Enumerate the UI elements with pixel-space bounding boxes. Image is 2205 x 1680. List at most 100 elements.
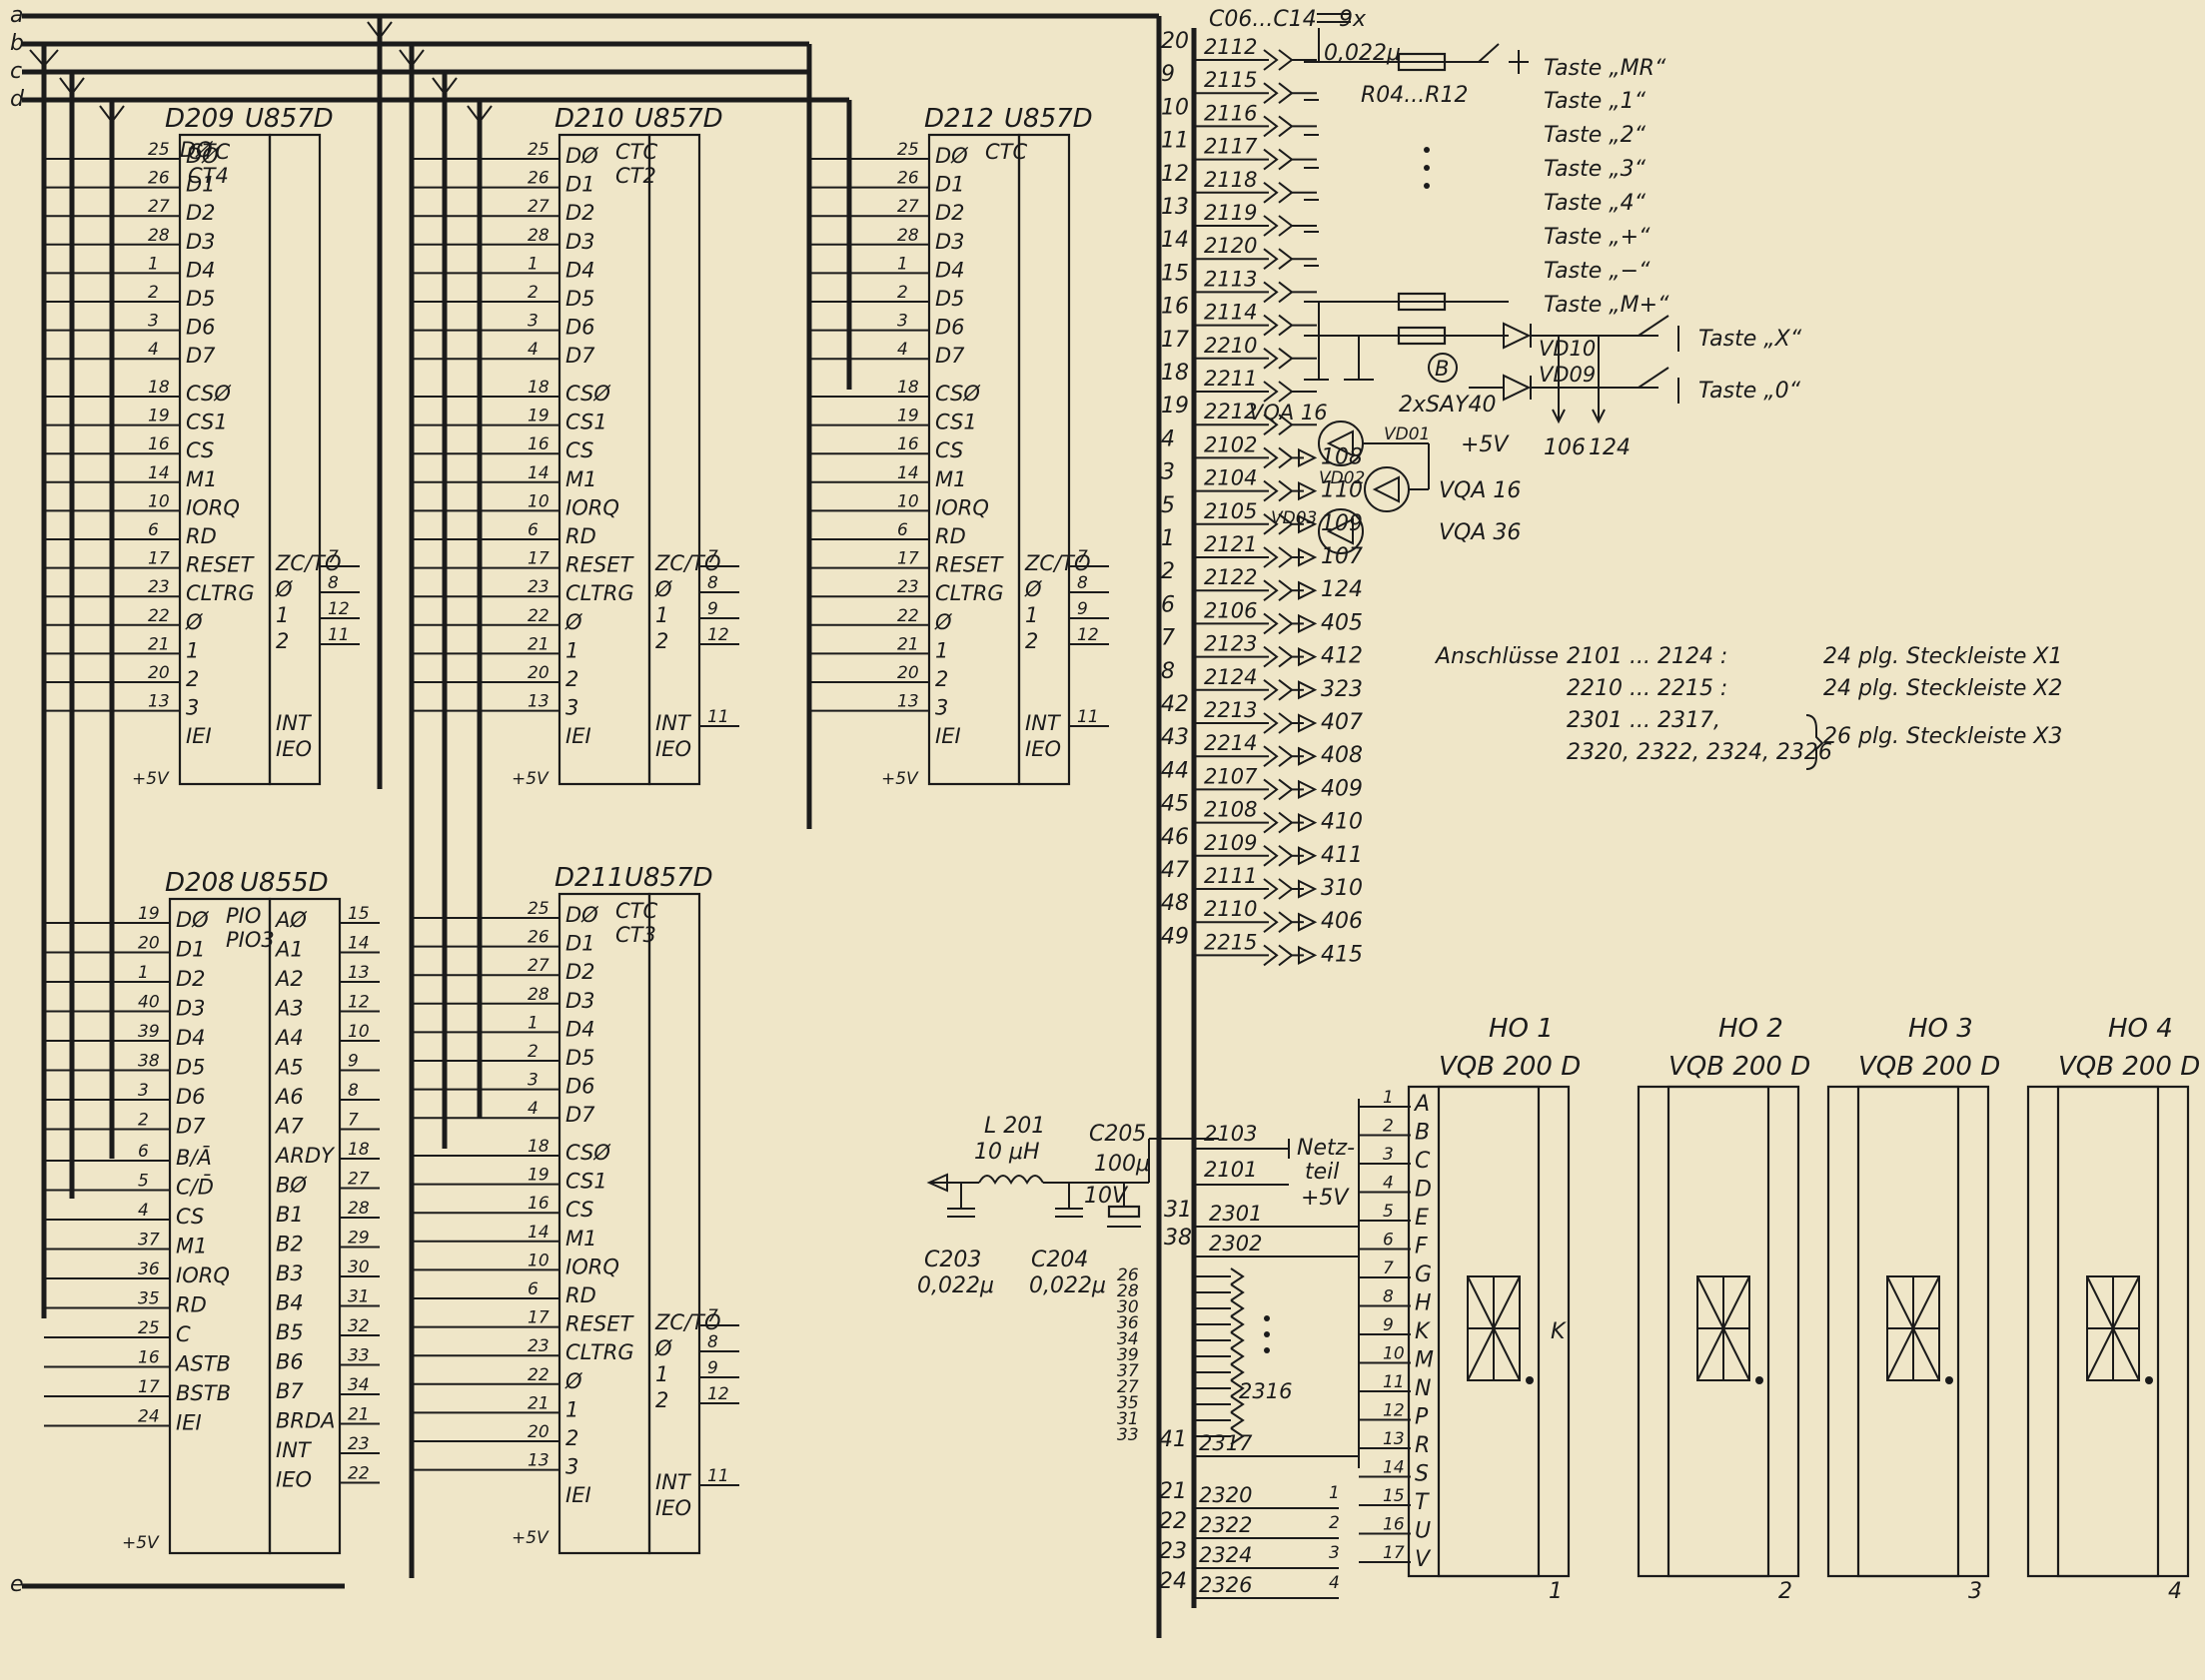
chip-d210-pin-20: 20 bbox=[528, 663, 550, 683]
chip-d209-out-5: IEO bbox=[276, 737, 312, 761]
display-4-id: HO 4 bbox=[2108, 1014, 2173, 1044]
x1-dest-124: 124 bbox=[1321, 577, 1363, 602]
chip-d210-sig-6: D6 bbox=[565, 316, 595, 340]
chip-d211-sig-1: D1 bbox=[565, 932, 595, 956]
x3-pin-41: 41 bbox=[1159, 1427, 1187, 1452]
chip-d208-sig-10: CS bbox=[176, 1205, 204, 1229]
chip-d210-out-2: 1 bbox=[655, 603, 668, 627]
chip-d212-outpin-7: 7 bbox=[1077, 547, 1088, 567]
x1-pin-6: 6 bbox=[1161, 592, 1175, 617]
chip-d211-pin-16: 16 bbox=[528, 1194, 550, 1214]
chip-d210-sig-3: D3 bbox=[565, 230, 595, 254]
x1-pin-43: 43 bbox=[1161, 725, 1189, 750]
legend-range-4: 2320, 2322, 2324, 2326 bbox=[1567, 740, 1832, 765]
chip-d209-pin-14: 14 bbox=[148, 463, 170, 483]
chip-d208-sig-14: C bbox=[176, 1322, 191, 1346]
chip-d212-outpin-9: 9 bbox=[1077, 599, 1088, 619]
segment-R: R bbox=[1415, 1433, 1430, 1458]
c205-label: C205 bbox=[1089, 1122, 1146, 1147]
chip-d211-pin-20: 20 bbox=[528, 1422, 550, 1442]
display-3-id: HO 3 bbox=[1908, 1014, 1973, 1044]
x1-pin-12: 12 bbox=[1161, 162, 1189, 187]
chip-d211-pin-10: 10 bbox=[528, 1251, 550, 1270]
svg-text:DØ: DØ bbox=[180, 138, 213, 162]
x1-net-2113: 2113 bbox=[1204, 267, 1257, 291]
chip-d208-out-6: A6 bbox=[274, 1085, 304, 1109]
chip-d211-pin-3: 3 bbox=[528, 1071, 539, 1091]
chip-d210-sig-14: RESET bbox=[565, 553, 634, 577]
x1-net-2215: 2215 bbox=[1204, 930, 1257, 954]
chip-d208-pin-3: 3 bbox=[138, 1081, 149, 1101]
chip-d212-sig-16: Ø bbox=[934, 610, 952, 634]
key-1-label: Taste „1“ bbox=[1544, 89, 1647, 114]
chip-d212-out-3: 2 bbox=[1025, 629, 1038, 653]
chip-d208-out-17: BRDA bbox=[276, 1409, 336, 1433]
chip-d209-pin-23: 23 bbox=[148, 577, 170, 597]
chip-d211-pin-13: 13 bbox=[528, 1451, 550, 1471]
chip-d209-sig-19: 3 bbox=[186, 696, 199, 720]
chip-d212-sig-9: CS1 bbox=[935, 411, 977, 434]
chip-d208-out-13: B4 bbox=[276, 1291, 304, 1315]
chip-d209-sig-7: D7 bbox=[186, 344, 216, 368]
chip-d209-pin-25: 25 bbox=[148, 140, 170, 160]
x3-digit-num-2: 2 bbox=[1329, 1513, 1340, 1533]
chip-d211-pin-28: 28 bbox=[528, 985, 550, 1005]
chip-d212-pin-19: 19 bbox=[897, 407, 919, 426]
svg-text:CT4: CT4 bbox=[188, 164, 229, 188]
x3-stack-pin-27: 27 bbox=[1117, 1377, 1139, 1397]
chip-d212-sig-1: D1 bbox=[935, 173, 965, 197]
chip-d209-power: +5V bbox=[132, 769, 170, 789]
chip-d208-out-1: A1 bbox=[274, 938, 304, 962]
segment-V: V bbox=[1415, 1547, 1432, 1572]
x1-arrow-110 bbox=[1298, 480, 1318, 501]
x1-arrow-411 bbox=[1298, 846, 1318, 866]
led-right-vqa16: VQA 16 bbox=[1439, 478, 1521, 503]
key-mplus-label: Taste „M+“ bbox=[1544, 293, 1669, 318]
legend-range-1: 2101 ... 2124 : bbox=[1567, 644, 1727, 669]
x1-pin-8: 8 bbox=[1161, 659, 1175, 684]
chip-pins: DØ25D126D227D328D41D52D63D74CSØ18CS119CS… bbox=[44, 140, 1109, 1553]
x3-seg-pin-7: 7 bbox=[1383, 1259, 1394, 1278]
chip-d208-pin-39: 39 bbox=[138, 1022, 160, 1042]
x1-arrow-323 bbox=[1298, 680, 1318, 700]
legend-range-3: 2301 ... 2317, bbox=[1567, 708, 1720, 733]
chip-d208-outpin-12: 12 bbox=[348, 993, 370, 1013]
chip-d209-sig-17: 1 bbox=[186, 638, 199, 662]
key-mr-label: Taste „MR“ bbox=[1544, 56, 1666, 81]
key-4-label: Taste „4“ bbox=[1544, 191, 1647, 216]
chip-d212-sig-4: D4 bbox=[935, 258, 965, 282]
chip-d212-pin-10: 10 bbox=[897, 491, 919, 511]
display-4-segments bbox=[2086, 1275, 2140, 1381]
chip-d212-pin-28: 28 bbox=[897, 226, 919, 246]
chip-d210-sig-10: CS bbox=[565, 438, 593, 462]
chip-d209-out-3: 2 bbox=[276, 629, 289, 653]
chip-d211-pin-18: 18 bbox=[528, 1137, 550, 1157]
chip-d208-sig-2: D2 bbox=[176, 967, 206, 991]
x3-stack-pin-26: 26 bbox=[1117, 1265, 1139, 1285]
c204-value: 0,022μ bbox=[1029, 1273, 1106, 1298]
x3-stack-pin-37: 37 bbox=[1117, 1361, 1139, 1381]
chip-d210-outpin-12: 12 bbox=[707, 625, 729, 645]
chip-d208-sig-4: D4 bbox=[176, 1026, 206, 1050]
chip-d208-out-0: AØ bbox=[274, 908, 307, 932]
x3-seg-pin-4: 4 bbox=[1383, 1174, 1394, 1194]
x3-seg-pin-17: 17 bbox=[1383, 1543, 1405, 1563]
chip-d211-pin-19: 19 bbox=[528, 1166, 550, 1186]
chip-d212-sig-13: RD bbox=[935, 524, 966, 548]
c203-value: 0,022μ bbox=[917, 1273, 994, 1298]
x3-digit-num-4: 4 bbox=[1329, 1573, 1340, 1593]
chip-d208-sig-16: BSTB bbox=[176, 1381, 231, 1405]
chip-d210-pin-16: 16 bbox=[528, 434, 550, 454]
chip-d212-part: U857D bbox=[1004, 104, 1093, 134]
chip-d208-outpin-14: 14 bbox=[348, 934, 370, 954]
chip-d211-pin-17: 17 bbox=[528, 1308, 550, 1328]
x1-pin-47: 47 bbox=[1161, 858, 1189, 883]
